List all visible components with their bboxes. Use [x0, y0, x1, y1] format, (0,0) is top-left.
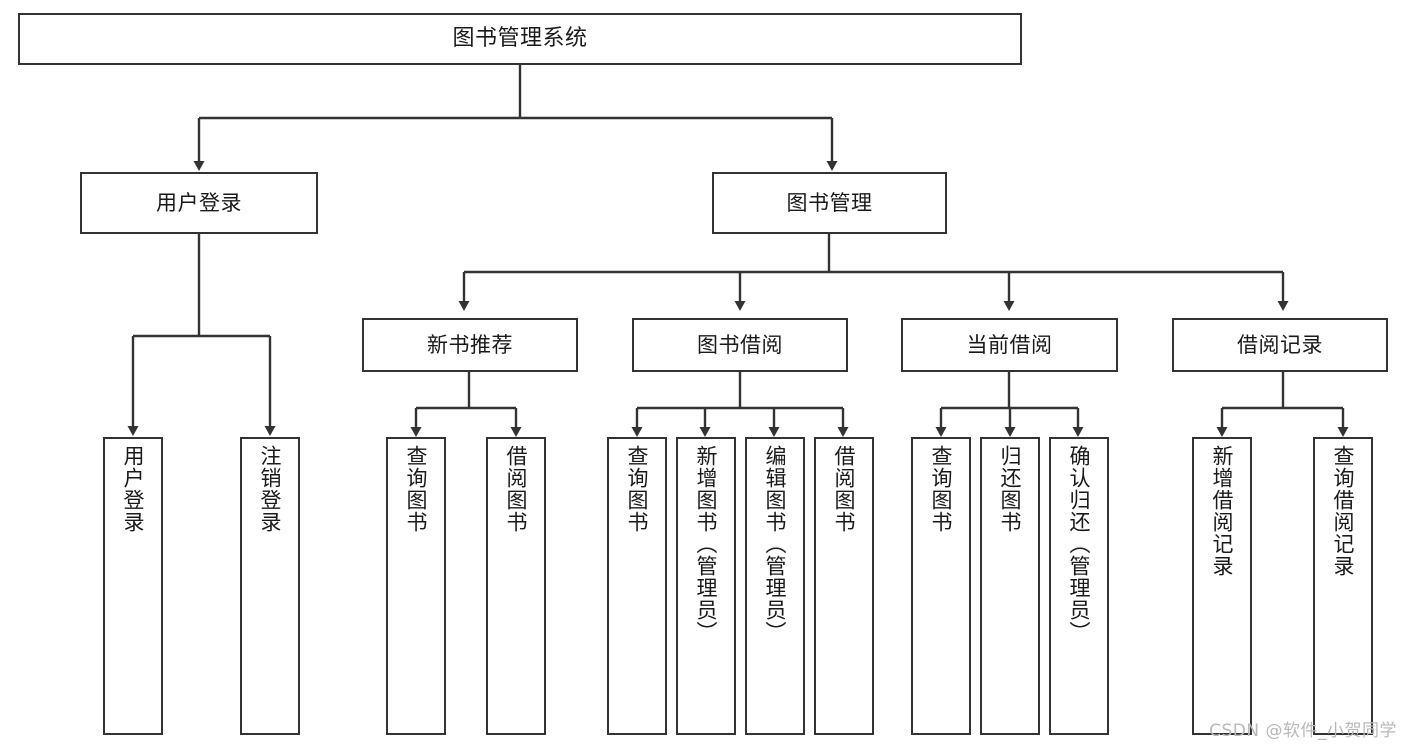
node-leaf-add-record[interactable]: 新增借阅记录	[1192, 437, 1252, 735]
node-leaf-edit-book-label: 编辑图书（管理员）	[763, 445, 788, 643]
node-leaf-borrow-book-2-label: 借阅图书	[832, 445, 857, 533]
node-leaf-query-record-label: 查询借阅记录	[1331, 445, 1356, 577]
node-leaf-query-book-3-label: 查询图书	[929, 445, 954, 533]
node-leaf-return-book[interactable]: 归还图书	[980, 437, 1040, 735]
node-leaf-logout-label: 注销登录	[258, 445, 283, 533]
node-leaf-add-record-label: 新增借阅记录	[1210, 445, 1235, 577]
node-leaf-query-book-3[interactable]: 查询图书	[911, 437, 971, 735]
csdn-watermark: CSDN @软件_小贺同学	[1209, 721, 1397, 741]
node-leaf-borrow-book-1-label: 借阅图书	[504, 445, 529, 533]
node-leaf-edit-book[interactable]: 编辑图书（管理员）	[745, 437, 805, 735]
node-leaf-borrow-book-2[interactable]: 借阅图书	[814, 437, 874, 735]
node-leaf-user-login-label: 用户登录	[121, 445, 146, 533]
node-root-label: 图书管理系统	[452, 26, 588, 52]
node-book-manage-label: 图书管理	[786, 190, 873, 215]
node-book-manage[interactable]: 图书管理	[712, 172, 947, 234]
node-root[interactable]: 图书管理系统	[18, 13, 1022, 65]
node-current-borrow-label: 当前借阅	[966, 332, 1053, 357]
node-borrow-record[interactable]: 借阅记录	[1172, 318, 1388, 372]
node-leaf-query-book-1[interactable]: 查询图书	[386, 437, 446, 735]
node-leaf-query-record[interactable]: 查询借阅记录	[1313, 437, 1373, 735]
node-leaf-query-book-2[interactable]: 查询图书	[607, 437, 667, 735]
node-leaf-query-book-2-label: 查询图书	[625, 445, 650, 533]
node-leaf-return-book-label: 归还图书	[998, 445, 1023, 533]
node-borrow-record-label: 借阅记录	[1237, 332, 1323, 357]
node-leaf-borrow-book-1[interactable]: 借阅图书	[486, 437, 546, 735]
node-leaf-user-login[interactable]: 用户登录	[103, 437, 163, 735]
node-new-book-rec-label: 新书推荐	[427, 332, 513, 357]
node-current-borrow[interactable]: 当前借阅	[901, 318, 1118, 372]
node-leaf-add-book-label: 新增图书（管理员）	[694, 445, 719, 643]
node-new-book-rec[interactable]: 新书推荐	[362, 318, 578, 372]
node-leaf-query-book-1-label: 查询图书	[404, 445, 429, 533]
node-user-login[interactable]: 用户登录	[80, 172, 318, 234]
node-book-borrow[interactable]: 图书借阅	[632, 318, 848, 372]
node-leaf-logout[interactable]: 注销登录	[240, 437, 300, 735]
node-book-borrow-label: 图书借阅	[697, 332, 783, 357]
node-leaf-confirm-return[interactable]: 确认归还（管理员）	[1049, 437, 1109, 735]
node-user-login-label: 用户登录	[156, 190, 242, 215]
node-leaf-add-book[interactable]: 新增图书（管理员）	[676, 437, 736, 735]
node-leaf-confirm-return-label: 确认归还（管理员）	[1067, 445, 1092, 643]
